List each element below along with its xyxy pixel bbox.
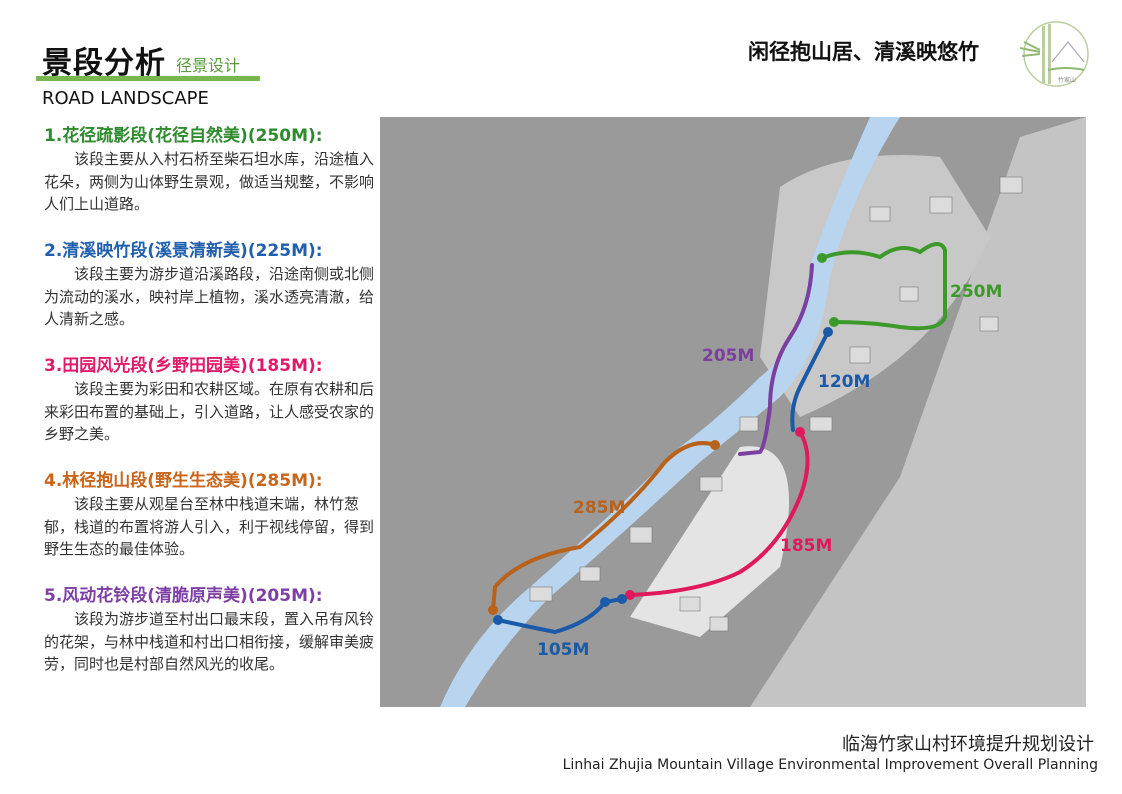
section-heading: 5.风动花铃段(清脆原声美)(205M):: [44, 586, 323, 606]
section-2: 2.清溪映竹段(溪景清新美)(225M): 该段主要为游步道沿溪路段，沿途南侧或…: [44, 239, 374, 331]
section-4: 4.林径抱山段(野生生态美)(285M): 该段主要从观星台至林中栈道末端，林竹…: [44, 469, 374, 561]
footer-title-cn: 临海竹家山村环境提升规划设计: [842, 734, 1094, 755]
section-heading: 2.清溪映竹段(溪景清新美)(225M):: [44, 241, 323, 261]
section-heading: 1.花径疏影段(花径自然美)(250M):: [44, 126, 323, 146]
slogan: 闲径抱山居、清溪映悠竹: [748, 40, 979, 64]
label-205m: 205M: [702, 346, 754, 366]
footer-title-en: Linhai Zhujia Mountain Village Environme…: [562, 757, 1098, 773]
label-285m: 285M: [573, 498, 625, 518]
route-205m: [738, 263, 814, 456]
label-185m: 185M: [780, 536, 832, 556]
label-105m: 105M: [537, 640, 589, 660]
route-markers: [488, 253, 839, 625]
section-body: 该段主要从观星台至林中栈道末端，林竹葱郁，栈道的布置将游人引入，利于视线停留，得…: [44, 495, 375, 558]
english-title: ROAD LANDSCAPE: [42, 88, 209, 109]
bamboo-mountain-logo: 竹家山: [1019, 21, 1089, 87]
stream: [440, 117, 900, 707]
label-120m: 120M: [818, 372, 870, 392]
section-body: 该段主要从入村石桥至柴石坦水库，沿途植入花朵，两侧为山体野生景观，做适当规整，不…: [44, 150, 375, 213]
route-250m: [820, 242, 947, 331]
label-250m: 250M: [950, 282, 1002, 302]
section-body: 该段主要为游步道沿溪路段，沿途南侧或北侧为流动的溪水，映衬岸上植物，溪水透亮清澈…: [44, 265, 375, 328]
section-body: 该段主要为彩田和农耕区域。在原有农耕和后来彩田布置的基础上，引入道路，让人感受农…: [44, 380, 375, 443]
buildings: [529, 176, 1023, 632]
route-285m: [491, 441, 717, 612]
route-185m: [628, 430, 810, 597]
route-105m: [496, 597, 624, 635]
village-area: [750, 117, 1086, 707]
section-body: 该段为游步道至村出口最末段，置入吊有风铃的花架，与林中栈道和村出口相衔接，缓解审…: [44, 610, 375, 673]
route-120m: [790, 330, 830, 432]
section-heading: 4.林径抱山段(野生生态美)(285M):: [44, 471, 323, 491]
section-3: 3.田园风光段(乡野田园美)(185M): 该段主要为彩田和农耕区域。在原有农耕…: [44, 354, 374, 446]
route-map: 250M 205M 120M 185M 285M 105M: [380, 117, 1086, 707]
page-subtitle: 径景设计: [176, 56, 241, 75]
title-underline: [36, 76, 260, 81]
svg-text:竹家山: 竹家山: [1058, 76, 1076, 84]
farm-field: [630, 446, 789, 637]
page-title: 景段分析: [42, 46, 166, 81]
section-5: 5.风动花铃段(清脆原声美)(205M): 该段为游步道至村出口最末段，置入吊有…: [44, 584, 374, 676]
section-1: 1.花径疏影段(花径自然美)(250M): 该段主要从入村石桥至柴石坦水库，沿途…: [44, 124, 374, 216]
section-heading: 3.田园风光段(乡野田园美)(185M):: [44, 356, 323, 376]
